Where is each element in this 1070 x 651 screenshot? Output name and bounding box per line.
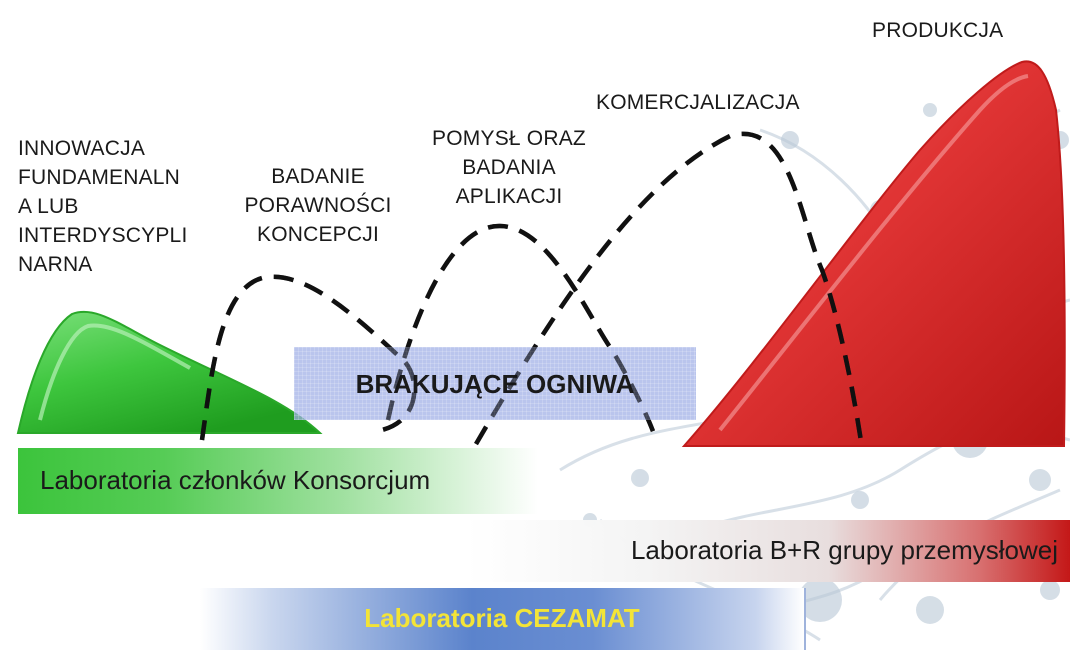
green-hump-shine	[38, 323, 191, 421]
missing-links-box: BRAKUJĄCE OGNIWA	[294, 347, 696, 420]
green-hump	[16, 310, 323, 434]
band-br: Laboratoria B+R grupy przemysłowej	[466, 520, 1070, 582]
band-br-label: Laboratoria B+R grupy przemysłowej	[630, 535, 1058, 565]
band-konsorcjum-label: Laboratoria członków Konsorcjum	[40, 465, 431, 495]
stage-produkcja-label: PRODUKCJA	[872, 19, 1004, 42]
stage-komercjalizacja-label: KOMERCJALIZACJA	[596, 91, 800, 114]
band-cezamat-label: Laboratoria CEZAMAT	[364, 603, 640, 633]
band-konsorcjum: Laboratoria członków Konsorcjum	[18, 448, 538, 514]
stage-innowacja-label: INNOWACJA FUNDAMENALN A LUB INTERDYSCYPL…	[18, 137, 188, 276]
red-hump	[681, 60, 1066, 447]
stage-pomysl-label: POMYSŁ ORAZ BADANIA APLIKACJI	[432, 127, 586, 208]
band-cezamat: Laboratoria CEZAMAT	[200, 588, 806, 650]
stage-badanie-label: BADANIE PORAWNOŚCI KONCEPCJI	[244, 165, 392, 246]
missing-links-label: BRAKUJĄCE OGNIWA	[355, 369, 635, 399]
